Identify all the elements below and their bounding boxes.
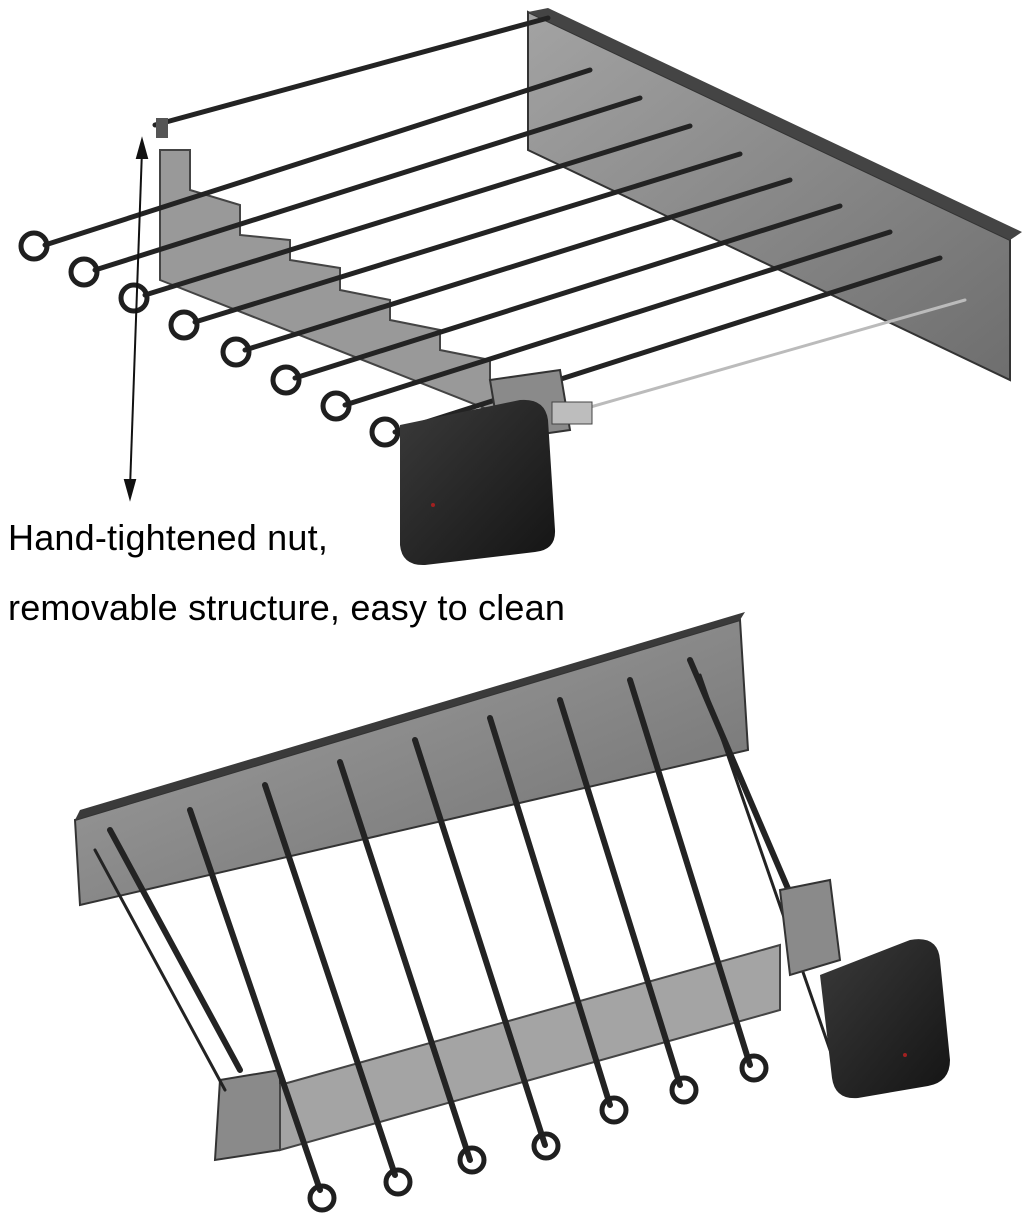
arrow-icon [123,136,149,502]
caption-line-1: Hand-tightened nut, [8,517,329,558]
top-ring-handles [18,230,401,448]
bottom-rack [73,612,950,1213]
top-rods [42,15,967,435]
top-rack [18,8,1022,566]
top-motor-box [400,399,556,566]
hand-tightened-nut [156,118,168,138]
top-back-panel [527,10,1011,382]
caption-line-2: removable structure, easy to clean [8,587,566,628]
bottom-motor-box [820,939,950,1099]
bottom-back-panel [73,618,750,907]
bottom-front-panel [213,1068,281,1162]
bottom-ring-handles [307,1053,769,1213]
